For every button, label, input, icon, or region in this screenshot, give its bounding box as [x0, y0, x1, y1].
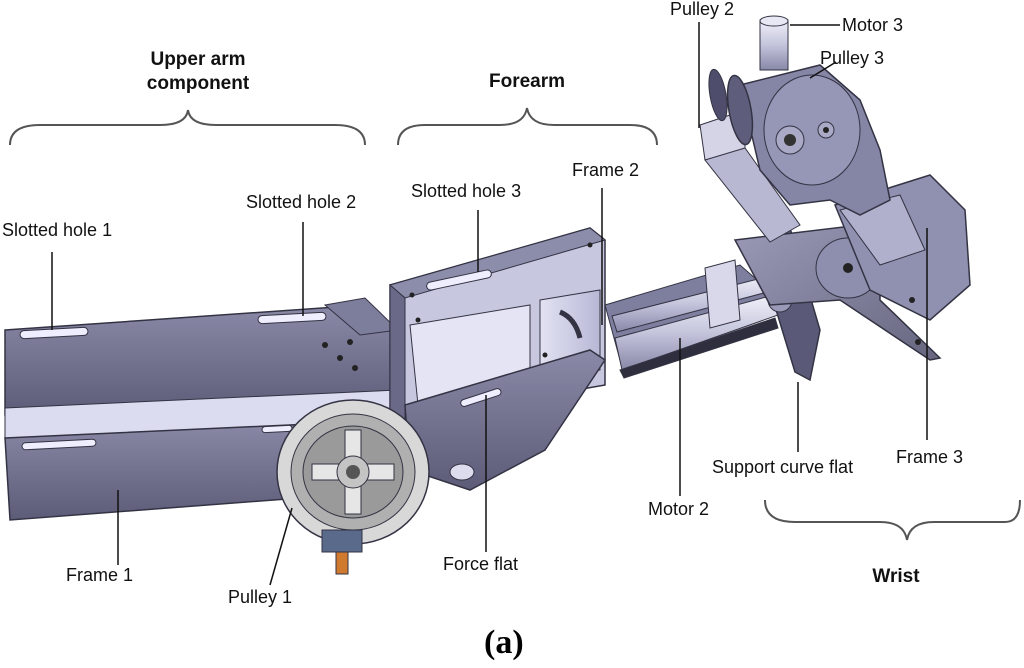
- support-curve-flat-label: Support curve flat: [712, 457, 854, 477]
- motor-2-label: Motor 2: [648, 499, 710, 519]
- pulley-2-shape: [708, 68, 754, 146]
- upper-arm-label-line1: Upper arm: [150, 49, 246, 70]
- forearm-group-label: Forearm: [488, 71, 566, 92]
- motor-2-shape: [604, 259, 781, 379]
- slotted-hole-3-label: Slotted hole 3: [411, 181, 522, 201]
- wrist-brace: [764, 499, 1021, 541]
- frame-1-label: Frame 1: [66, 565, 134, 585]
- slotted-hole-1-label: Slotted hole 1: [2, 220, 113, 240]
- frame-3-label: Frame 3: [896, 447, 964, 467]
- pulley-2-label: Pulley 2: [670, 0, 735, 19]
- pulley-3-label: Pulley 3: [820, 48, 885, 68]
- pulley-1-label: Pulley 1: [228, 587, 293, 607]
- force-flat-shape: [404, 349, 607, 491]
- leader-lines: [51, 22, 928, 586]
- frame-2-label: Frame 2: [572, 160, 640, 180]
- force-flat-label: Force flat: [443, 554, 519, 574]
- figure-caption: (a): [484, 624, 524, 661]
- slotted-hole-2-label: Slotted hole 2: [246, 192, 357, 212]
- wrist-group-label: Wrist: [872, 566, 920, 587]
- upper-arm-group-label: Upper arm component: [118, 48, 278, 96]
- forearm-brace: [397, 107, 658, 146]
- upper-arm-label-line2: component: [146, 72, 250, 94]
- motor-3-shape: [759, 15, 789, 71]
- motor-3-label: Motor 3: [842, 15, 904, 35]
- pulley-1-shape: [276, 399, 430, 575]
- upper-arm-brace: [9, 109, 366, 146]
